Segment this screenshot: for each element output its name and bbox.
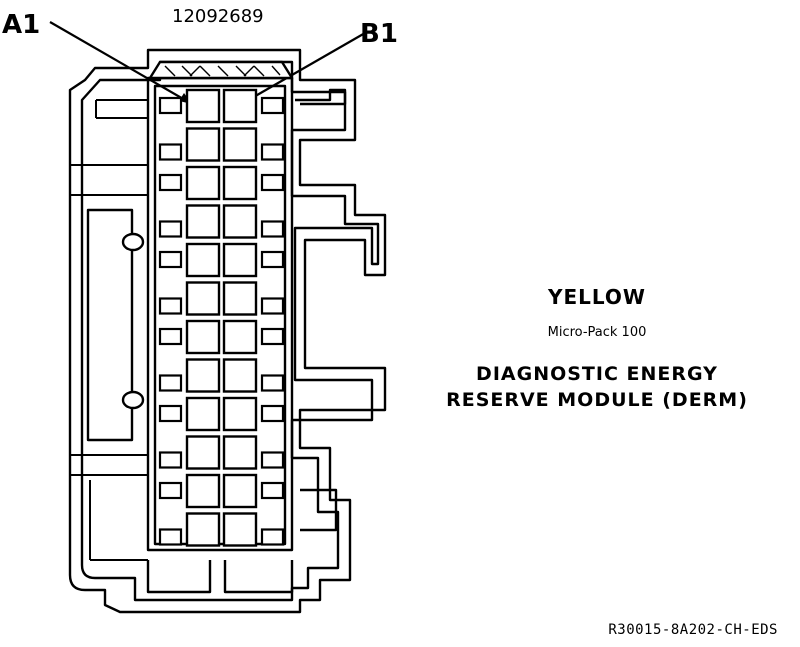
side-cavity-left xyxy=(158,297,183,315)
side-cavity-right xyxy=(260,404,285,423)
cavity-a xyxy=(185,396,221,432)
cavity-a xyxy=(185,281,221,316)
side-cavity-left xyxy=(158,96,183,115)
side-cavity-right xyxy=(260,297,285,315)
cavity-a xyxy=(185,127,221,162)
pin-a1-leader-line xyxy=(49,21,193,105)
side-cavity-left xyxy=(158,374,183,392)
cavity-a xyxy=(185,473,221,509)
cavity-b xyxy=(222,358,258,393)
pin-label-a1: A1 xyxy=(2,10,40,40)
side-cavity-left xyxy=(158,250,183,269)
cavity-b xyxy=(222,204,258,239)
connector-type: Micro-Pack 100 xyxy=(548,325,647,340)
side-cavity-right xyxy=(260,96,285,115)
side-cavity-right xyxy=(260,374,285,392)
side-cavity-left xyxy=(158,404,183,423)
side-cavity-left xyxy=(158,327,183,346)
side-cavity-right xyxy=(260,481,285,500)
cavity-b xyxy=(222,165,258,201)
cavity-b xyxy=(222,281,258,316)
side-cavity-left xyxy=(158,451,183,469)
pin-label-b1: B1 xyxy=(360,19,398,49)
cavity-a xyxy=(185,88,221,124)
side-cavity-left xyxy=(158,143,183,161)
side-cavity-right xyxy=(260,250,285,269)
part-number: 12092689 xyxy=(172,6,264,27)
cavity-b xyxy=(222,473,258,509)
top-latch-hatching xyxy=(164,65,281,77)
side-cavity-left xyxy=(158,220,183,238)
side-cavity-left xyxy=(158,528,183,546)
side-cavity-left xyxy=(158,481,183,500)
cavity-a xyxy=(185,512,221,547)
cavity-a xyxy=(185,165,221,201)
side-cavity-left xyxy=(158,173,183,192)
cavity-b xyxy=(222,127,258,162)
side-cavity-right xyxy=(260,220,285,238)
cavity-b xyxy=(222,319,258,355)
side-cavity-right xyxy=(260,327,285,346)
cavity-grid xyxy=(158,88,285,547)
module-title-line1: DIAGNOSTIC ENERGY xyxy=(476,363,718,385)
cavity-a xyxy=(185,242,221,278)
cavity-b xyxy=(222,435,258,470)
cavity-a xyxy=(185,319,221,355)
reference-code: R30015-8A202-CH-EDS xyxy=(608,622,778,638)
connector-housing xyxy=(68,48,387,614)
side-cavity-right xyxy=(260,173,285,192)
cavity-a xyxy=(185,204,221,239)
cavity-a xyxy=(185,358,221,393)
cavity-b xyxy=(222,242,258,278)
cavity-b xyxy=(222,88,258,124)
cavity-b xyxy=(222,512,258,547)
pin-b1-leader-line xyxy=(244,32,366,103)
cavity-a xyxy=(185,435,221,470)
side-cavity-right xyxy=(260,528,285,546)
connector-color: YELLOW xyxy=(547,285,646,309)
side-cavity-right xyxy=(260,451,285,469)
cavity-b xyxy=(222,396,258,432)
module-title-line2: RESERVE MODULE (DERM) xyxy=(446,389,748,411)
side-cavity-right xyxy=(260,143,285,161)
